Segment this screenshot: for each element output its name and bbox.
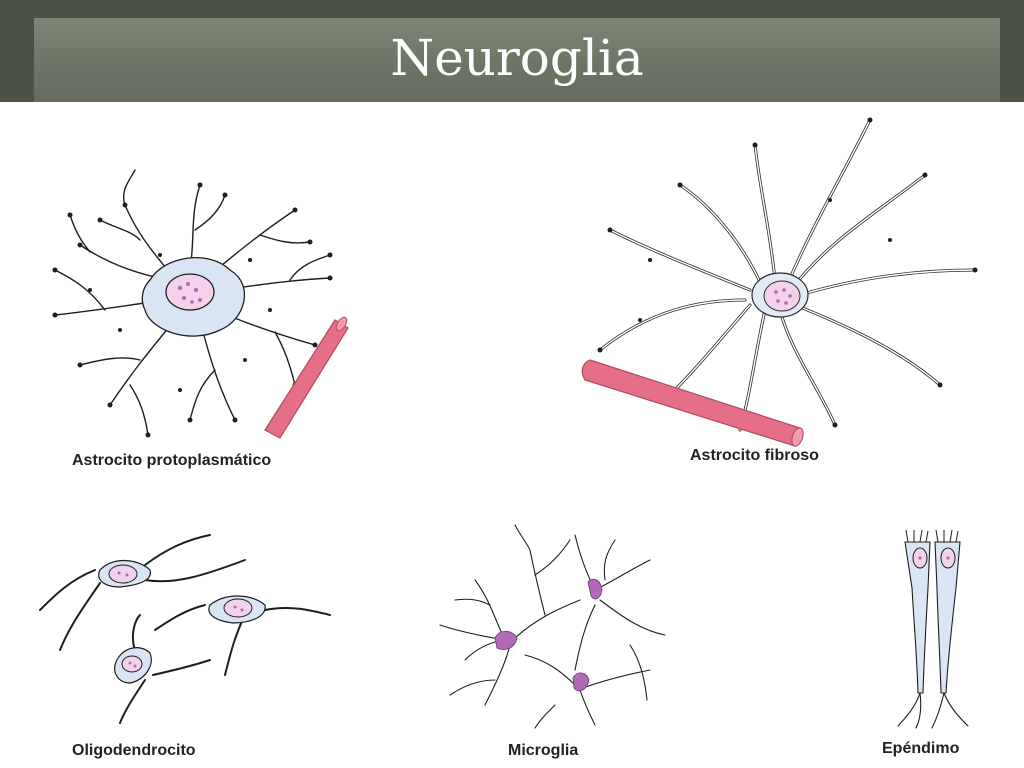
oligodendrocyte-figure — [35, 525, 335, 725]
title-banner — [0, 0, 1024, 102]
protoplasmic-astrocyte-figure — [30, 160, 370, 450]
title-banner-inner — [34, 18, 1000, 102]
protoplasmic-astrocyte-label: Astrocito protoplasmático — [72, 452, 272, 469]
fibrous-astrocyte-label: Astrocito fibroso — [690, 447, 819, 464]
slide-title: Neuroglia — [390, 29, 644, 87]
ependymal-cells-label: Epéndimo — [882, 740, 960, 757]
ependymal-cells-illustration — [897, 529, 969, 729]
oligodendrocyte-illustration — [39, 534, 331, 724]
fibrous-astrocyte-illustration — [581, 117, 978, 447]
ependymal-cells-figure — [890, 528, 980, 733]
fibrous-astrocyte-figure — [580, 110, 990, 450]
microglia-figure — [435, 520, 675, 730]
oligodendrocyte-label: Oligodendrocito — [72, 742, 196, 759]
microglia-illustration — [439, 524, 666, 729]
protoplasmic-astrocyte-illustration — [52, 169, 349, 439]
microglia-label: Microglia — [508, 742, 579, 759]
